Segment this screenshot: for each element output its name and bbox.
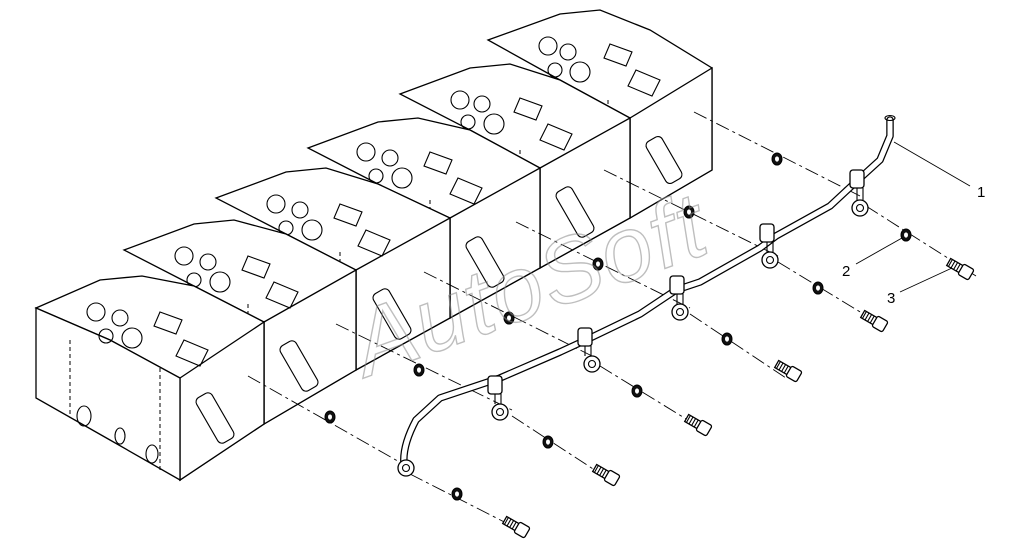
callout-1-label: 1: [977, 184, 985, 201]
leak-off-pipe: [397, 114, 896, 477]
cylinder-heads: [34, 9, 713, 482]
sealing-ring: [771, 152, 783, 166]
callout-1-leader: [893, 141, 971, 187]
sealing-ring: [413, 363, 425, 377]
sealing-ring: [683, 205, 695, 219]
sealing-ring: [721, 332, 733, 346]
banjo-bolt: [591, 463, 621, 487]
cylinder-head-5: [398, 63, 631, 270]
banjo-bolt: [859, 309, 889, 333]
banjo-bolt: [945, 257, 975, 281]
sealing-rings: [324, 152, 912, 501]
callouts: 1 2 3: [842, 141, 985, 307]
banjo-bolt: [683, 413, 713, 437]
sealing-ring: [451, 487, 463, 501]
banjo-bolt: [501, 515, 531, 539]
sealing-ring: [542, 435, 554, 449]
cylinder-head-4: [306, 117, 541, 320]
callout-2-label: 2: [842, 263, 850, 280]
banjo-bolts: [501, 257, 975, 539]
callout-3-label: 3: [887, 290, 895, 307]
sealing-ring: [900, 228, 912, 242]
sealing-ring: [631, 384, 643, 398]
sealing-ring: [812, 281, 824, 295]
sealing-ring: [503, 311, 515, 325]
cylinder-head-1: [34, 275, 265, 482]
pipe-banjo-fittings: [397, 169, 869, 477]
callout-2-leader: [855, 237, 903, 265]
banjo-bolt: [773, 359, 803, 383]
callout-3-leader: [899, 267, 953, 293]
sealing-ring: [324, 410, 336, 424]
sealing-ring: [592, 257, 604, 271]
